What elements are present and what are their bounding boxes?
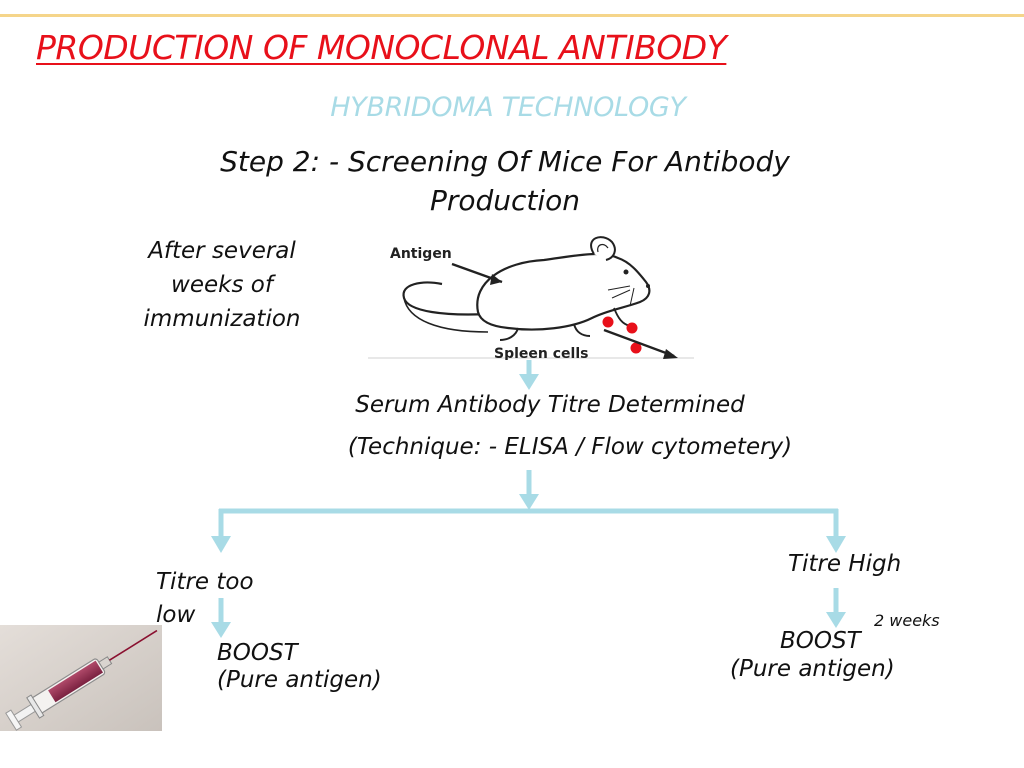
immunization-note-line-3: immunization — [143, 306, 301, 332]
titre-low-line-2: low — [156, 602, 196, 628]
boost-left: BOOST (Pure antigen) — [217, 640, 382, 694]
immunization-note-line-2: weeks of — [171, 272, 273, 298]
titre-low-label: Titre too low — [156, 566, 296, 632]
top-rule — [0, 14, 1024, 17]
immunization-note: After several weeks of immunization — [112, 234, 332, 336]
slide-title: PRODUCTION OF MONOCLONAL ANTIBODY — [36, 28, 727, 67]
arrowhead-low — [211, 536, 231, 553]
slide-subtitle: HYBRIDOMA TECHNOLOGY — [330, 92, 686, 123]
mouse-label-antigen: Antigen — [390, 246, 452, 262]
syringe-photo — [0, 625, 162, 731]
immunization-note-line-1: After several — [148, 238, 296, 264]
boost-left-detail: (Pure antigen) — [217, 667, 382, 693]
boost-right-detail: (Pure antigen) — [730, 656, 895, 682]
titre-high-label: Titre High — [788, 551, 902, 577]
step-heading: Step 2: - Screening Of Mice For Antibody… — [150, 142, 860, 220]
arrowhead-high-boost — [826, 612, 846, 628]
arrowhead-high — [826, 536, 846, 553]
step-heading-line-2: Production — [429, 184, 581, 217]
serum-titre-step: Serum Antibody Titre Determined — [355, 392, 745, 418]
mouse-illustration: Antigen Spleen cells — [368, 232, 694, 360]
boost-left-title: BOOST — [217, 640, 298, 666]
titre-low-line-1: Titre too — [156, 569, 254, 595]
boost-right-title: BOOST — [780, 628, 861, 654]
arrowhead-serum — [519, 374, 539, 390]
mouse-label-spleen: Spleen cells — [494, 346, 588, 360]
step-heading-line-1: Step 2: - Screening Of Mice For Antibody — [220, 145, 790, 178]
interval-label: 2 weeks — [874, 611, 940, 630]
arrowhead-low-boost — [211, 622, 231, 638]
technique-note: (Technique: - ELISA / Flow cytometery) — [347, 434, 793, 460]
arrowhead-split — [519, 494, 539, 510]
